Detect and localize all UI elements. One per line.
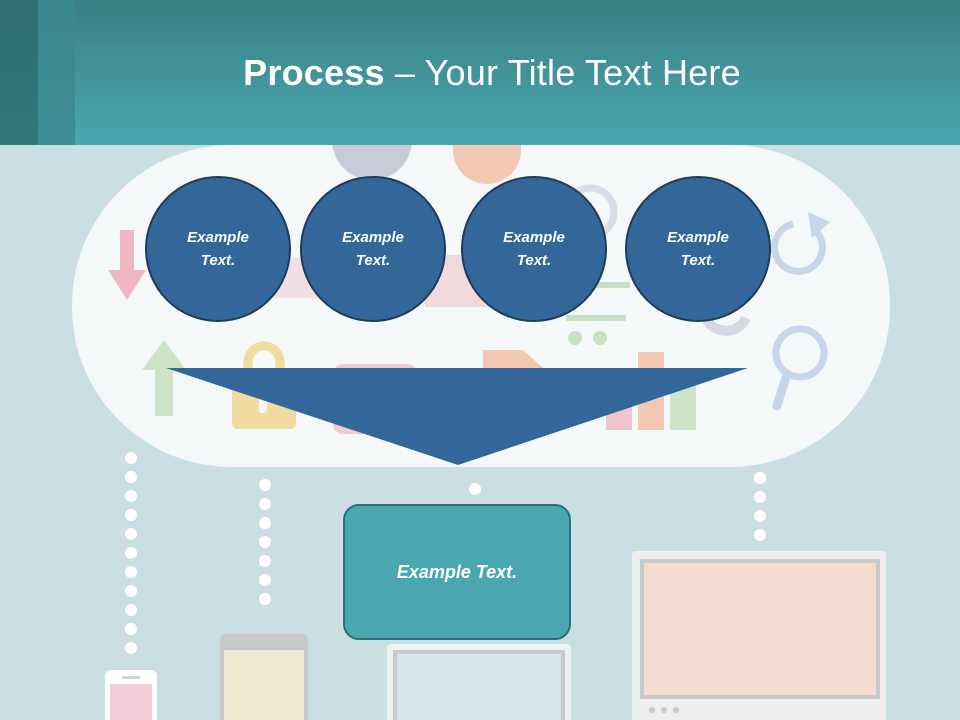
- process-step-3[interactable]: Example Text.: [461, 176, 607, 322]
- funnel-triangle: [166, 368, 748, 465]
- title-bold: Process: [243, 52, 385, 93]
- gear-icon: [701, 315, 751, 336]
- header-accent-band: [0, 0, 38, 145]
- process-result-box[interactable]: Example Text.: [343, 504, 571, 640]
- process-step-label: Example Text.: [667, 229, 729, 269]
- process-step-4[interactable]: Example Text.: [625, 176, 771, 322]
- magnifier-icon: [772, 325, 828, 411]
- page-title: Process – Your Title Text Here: [0, 52, 960, 94]
- process-step-label: Example Text.: [187, 229, 249, 269]
- tablet-device: [220, 634, 308, 720]
- process-step-1[interactable]: Example Text.: [145, 176, 291, 322]
- laptop-device: [387, 644, 571, 720]
- down-arrow-icon: [108, 230, 146, 300]
- monitor-device: [632, 551, 886, 720]
- process-step-label: Example Text.: [342, 229, 404, 269]
- refresh-icon: [770, 212, 830, 275]
- phone-device: [105, 670, 157, 720]
- header-accent-band-2: [38, 0, 75, 145]
- faded-shape-icon: [453, 145, 521, 184]
- up-arrow-icon: [142, 340, 186, 416]
- result-label: Example Text.: [396, 561, 518, 582]
- process-step-2[interactable]: Example Text.: [300, 176, 446, 322]
- connector-dots: [125, 452, 766, 654]
- title-bar: Process – Your Title Text Here: [0, 0, 960, 145]
- process-step-label: Example Text.: [503, 229, 565, 269]
- title-rest: – Your Title Text Here: [384, 52, 741, 93]
